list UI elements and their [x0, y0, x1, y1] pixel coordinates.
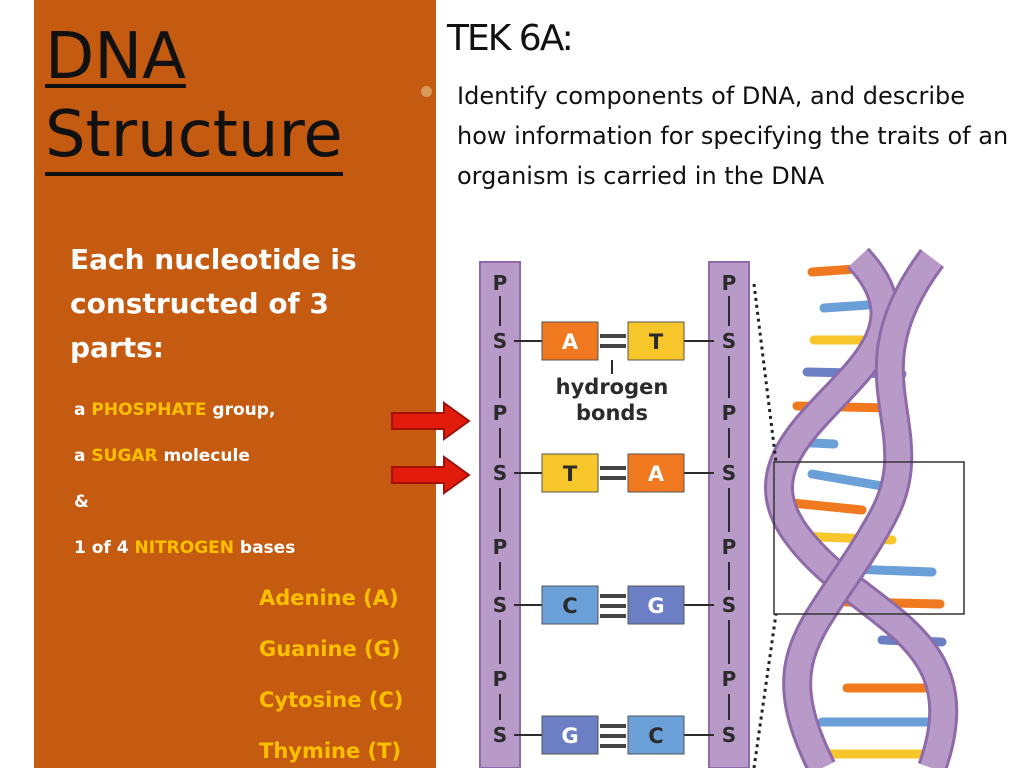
red-arrow-icon	[391, 401, 471, 441]
base-box-T	[627, 321, 685, 361]
base-box-C	[541, 585, 599, 625]
tek-heading: TEK 6A:	[447, 18, 574, 59]
sugar-label: S	[493, 329, 507, 353]
svg-text:T: T	[649, 330, 664, 354]
hydrogen-bonds-label: bonds	[576, 401, 648, 425]
bullet-dot-icon	[421, 86, 432, 97]
phosphate-label: P	[722, 271, 737, 295]
svg-text:G: G	[647, 594, 664, 618]
part-item: a SUGAR molecule	[74, 446, 250, 466]
hydrogen-bonds-label: hydrogen	[556, 375, 669, 399]
phosphate-label: P	[493, 401, 508, 425]
left-panel	[34, 0, 436, 768]
sugar-label: S	[722, 329, 736, 353]
base-adenine: Adenine (A)	[259, 586, 399, 610]
sugar-label: S	[722, 593, 736, 617]
phosphate-label: P	[722, 535, 737, 559]
part-highlight: SUGAR	[91, 446, 158, 466]
nitrogen-bases-list: Adenine (A) Guanine (G) Cytosine (C) Thy…	[259, 578, 403, 782]
svg-text:A: A	[648, 462, 665, 486]
nucleotide-parts-list: a PHOSPHATE group, a SUGAR molecule & 1 …	[74, 395, 295, 579]
part-item: &	[74, 492, 89, 512]
double-helix	[752, 248, 965, 768]
title-line-2: Structure	[45, 100, 343, 176]
phosphate-label: P	[493, 667, 508, 691]
sugar-label: S	[493, 593, 507, 617]
phosphate-label: P	[493, 535, 508, 559]
tek-objective: Identify components of DNA, and describe…	[457, 82, 1009, 190]
base-box-C	[627, 715, 685, 755]
svg-text:C: C	[562, 594, 577, 618]
svg-text:T: T	[563, 462, 578, 486]
phosphate-label: P	[493, 271, 508, 295]
base-box-A	[627, 453, 685, 493]
phosphate-label: P	[722, 401, 737, 425]
title-line-1: DNA	[45, 20, 186, 94]
slide-title: DNA Structure	[45, 18, 343, 176]
svg-text:C: C	[648, 724, 663, 748]
svg-text:A: A	[562, 330, 579, 354]
sugar-label: S	[722, 461, 736, 485]
base-box-A	[541, 321, 599, 361]
part-item: 1 of 4 NITROGEN bases	[74, 538, 296, 558]
base-box-T	[541, 453, 599, 493]
base-box-G	[627, 585, 685, 625]
dna-diagram: P S P S P S P S P S P S P S P S A	[479, 248, 965, 768]
part-highlight: PHOSPHATE	[91, 400, 207, 420]
base-thymine: Thymine (T)	[259, 739, 402, 763]
sugar-label: S	[493, 723, 507, 747]
sugar-label: S	[722, 723, 736, 747]
svg-text:G: G	[561, 724, 578, 748]
red-arrow-icon	[391, 455, 471, 495]
base-cytosine: Cytosine (C)	[259, 688, 404, 712]
phosphate-label: P	[722, 667, 737, 691]
part-highlight: NITROGEN	[134, 538, 235, 558]
hydrogen-bond-dots	[600, 334, 626, 748]
sugar-label: S	[493, 461, 507, 485]
part-item: a PHOSPHATE group,	[74, 400, 276, 420]
nucleotide-intro: Each nucleotide is constructed of 3 part…	[70, 243, 357, 364]
base-guanine: Guanine (G)	[259, 637, 401, 661]
base-box-G	[541, 715, 599, 755]
